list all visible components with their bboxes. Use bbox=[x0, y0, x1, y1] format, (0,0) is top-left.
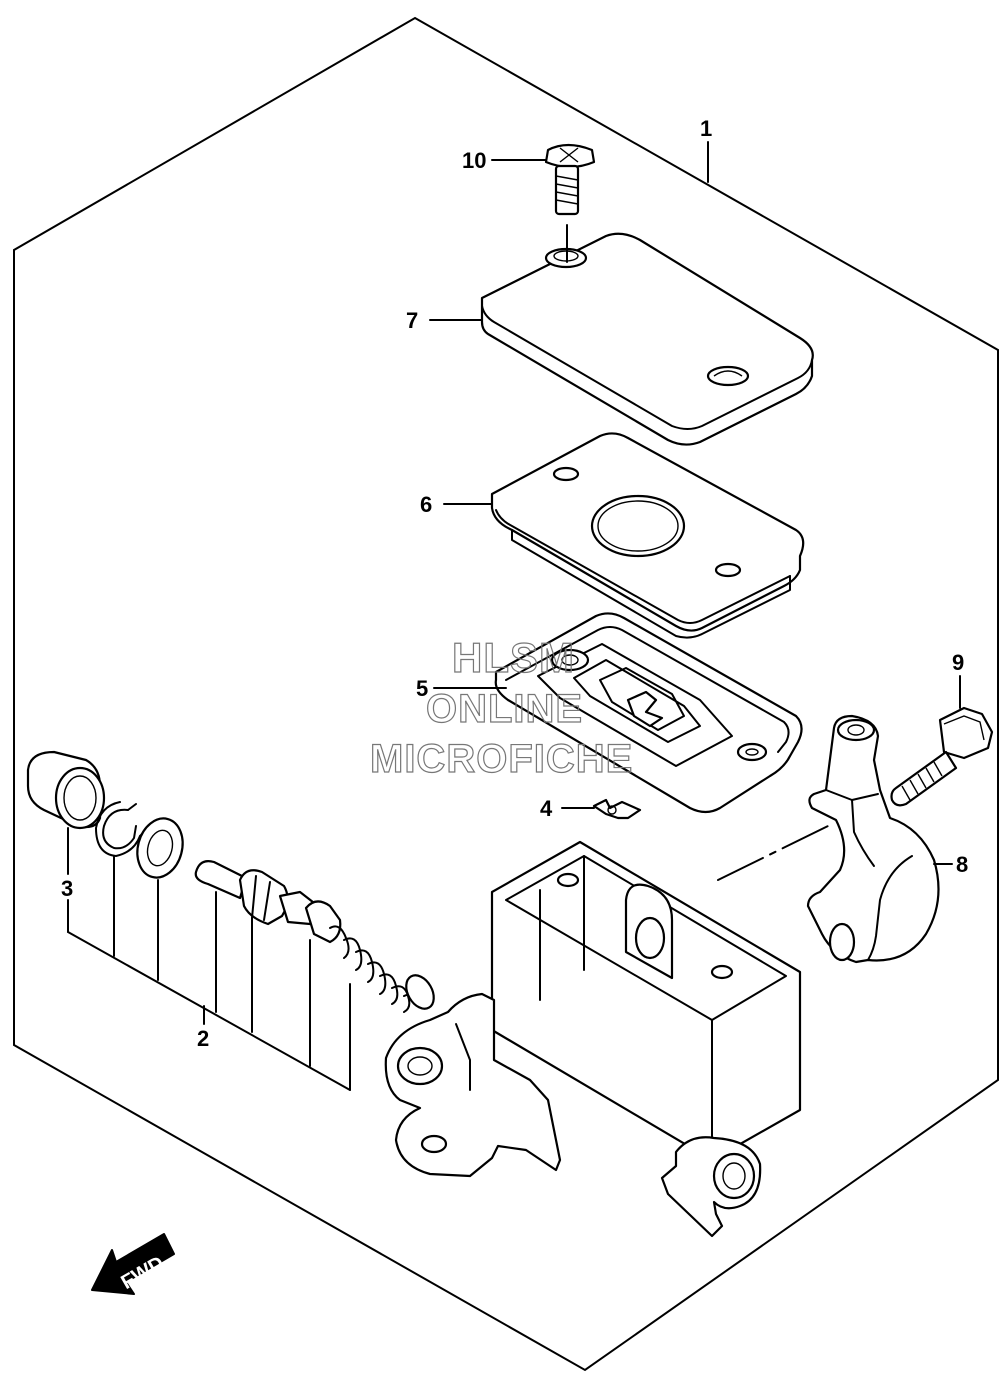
callout-3: 3 bbox=[61, 876, 73, 901]
screw-part-10[interactable] bbox=[544, 143, 596, 216]
clip-part-4[interactable] bbox=[592, 798, 642, 820]
clamp-guide-line bbox=[717, 825, 829, 881]
callout-9: 9 bbox=[952, 650, 964, 675]
watermark: HLSM ONLINE MICROFICHE bbox=[369, 633, 633, 781]
clamp-part-8[interactable] bbox=[806, 714, 940, 964]
reservoir-cap-part-7[interactable] bbox=[480, 232, 814, 446]
washer[interactable] bbox=[131, 813, 189, 882]
callout-4: 4 bbox=[540, 796, 553, 821]
bolt-part-9[interactable] bbox=[890, 706, 994, 807]
leader-lines bbox=[67, 141, 709, 1091]
master-cylinder-body[interactable] bbox=[384, 840, 802, 1238]
diaphragm-plate-part-6[interactable] bbox=[490, 432, 805, 639]
boot-part-3[interactable] bbox=[26, 750, 106, 830]
callout-6: 6 bbox=[420, 492, 432, 517]
watermark-line-1: HLSM bbox=[452, 634, 575, 681]
callout-5: 5 bbox=[416, 676, 428, 701]
callout-8: 8 bbox=[956, 852, 968, 877]
assembly-outline bbox=[13, 16, 999, 1372]
callout-labels: 1 10 7 6 5 9 4 8 3 2 bbox=[61, 116, 968, 1051]
watermark-line-2: ONLINE bbox=[426, 687, 583, 731]
piston-assembly-part-2[interactable] bbox=[194, 860, 440, 1013]
callout-7: 7 bbox=[406, 308, 418, 333]
watermark-line-3: MICROFICHE bbox=[370, 737, 633, 781]
callout-2: 2 bbox=[197, 1026, 209, 1051]
callout-10: 10 bbox=[462, 148, 486, 173]
float-gasket-part-5[interactable] bbox=[494, 612, 803, 814]
fwd-arrow-icon: FWD bbox=[91, 1233, 175, 1295]
callout-1: 1 bbox=[700, 116, 712, 141]
